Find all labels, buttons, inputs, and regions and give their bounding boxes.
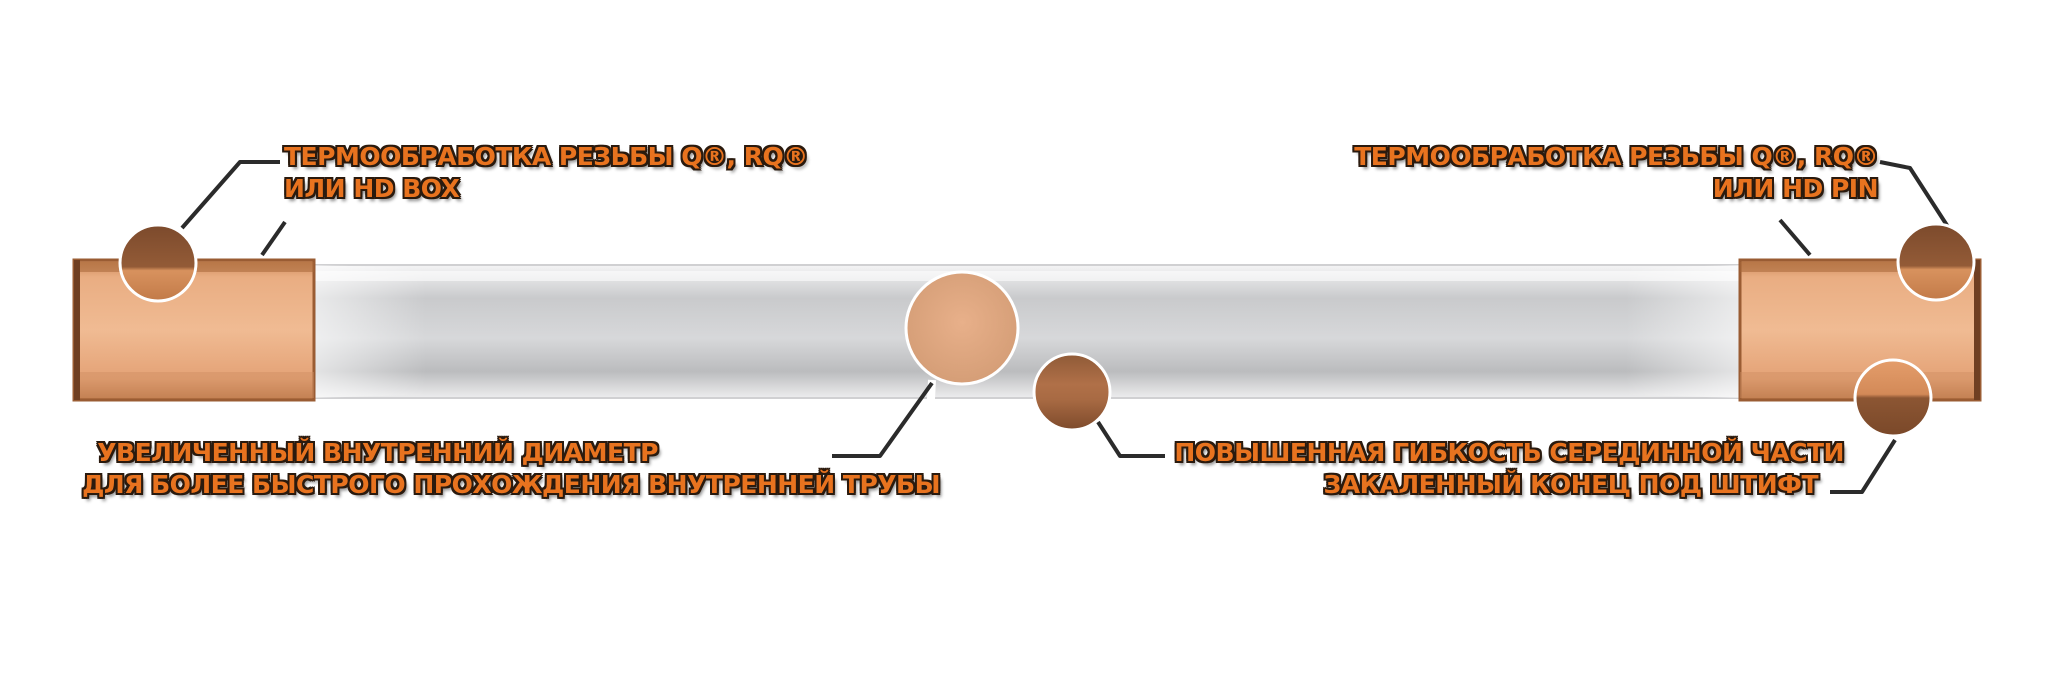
marker-mid-flex xyxy=(1032,352,1112,432)
callout-top-right-line2: ИЛИ HD PIN xyxy=(1712,174,1879,203)
marker-pin-thread xyxy=(1896,222,1976,302)
pipe-tube-highlight xyxy=(312,271,1740,281)
leader-line-bottom-center xyxy=(1094,419,1165,460)
tool-joint-box xyxy=(72,258,316,402)
callout-bottom-left-line1: УВЕЛИЧЕННЫЙ ВНУТРЕННИЙ ДИАМЕТР xyxy=(97,438,658,467)
callout-bottom-left-line2: ДЛЯ БОЛЕЕ БЫСТРОГО ПРОХОЖДЕНИЯ ВНУТРЕННЕ… xyxy=(82,470,940,499)
pipe-tube-upset xyxy=(312,265,1740,398)
leader-line-bottom-right xyxy=(1830,437,1899,496)
callout-top-left-line2: ИЛИ HD BOX xyxy=(284,174,460,203)
callout-bottom-right-line1: ПОВЫШЕННАЯ ГИБКОСТЬ СЕРЕДИННОЙ ЧАСТИ xyxy=(1174,438,1844,467)
marker-hardened-end xyxy=(1853,358,1933,438)
callout-top-left: ТЕРМООБРАБОТКА РЕЗЬБЫ Q®, RQ® ИЛИ HD BOX xyxy=(284,141,808,205)
callout-bottom-right-line2: ЗАКАЛЕННЫЙ КОНЕЦ ПОД ШТИФТ xyxy=(1323,470,1818,499)
leader-line-bottom-left xyxy=(830,379,936,459)
callout-bottom-left: УВЕЛИЧЕННЫЙ ВНУТРЕННИЙ ДИАМЕТР ДЛЯ БОЛЕЕ… xyxy=(82,437,940,501)
marker-box-thread xyxy=(118,223,198,303)
marker-inner-diameter xyxy=(904,270,1020,386)
leader-line-top-left xyxy=(178,158,289,258)
leader-line-top-right xyxy=(1776,158,1954,258)
callout-top-right-line1: ТЕРМООБРАБОТКА РЕЗЬБЫ Q®, RQ® xyxy=(1354,142,1878,171)
callout-top-right: ТЕРМООБРАБОТКА РЕЗЬБЫ Q®, RQ® ИЛИ HD PIN xyxy=(1354,141,1878,205)
callout-bottom-right: ПОВЫШЕННАЯ ГИБКОСТЬ СЕРЕДИННОЙ ЧАСТИ ЗАК… xyxy=(1174,437,1844,501)
callout-top-left-line1: ТЕРМООБРАБОТКА РЕЗЬБЫ Q®, RQ® xyxy=(284,142,808,171)
